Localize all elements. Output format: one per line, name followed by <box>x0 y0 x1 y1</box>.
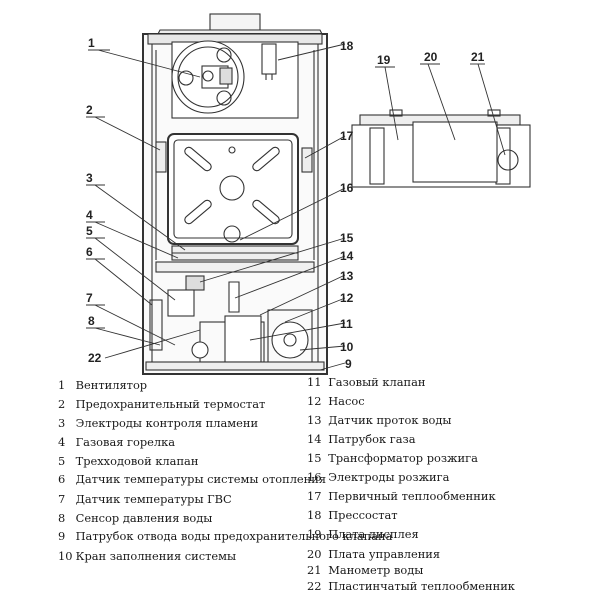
callout-17: 17 <box>340 129 354 143</box>
callout-14: 14 <box>340 249 354 263</box>
callout-2: 2 <box>86 103 93 117</box>
legend-item: 14 Патрубок газа <box>307 432 416 446</box>
callout-21: 21 <box>471 50 485 64</box>
legend-item: 16 Электроды розжига <box>307 470 450 484</box>
callout-18: 18 <box>340 39 354 53</box>
legend-item: 4 Газовая горелка <box>58 435 176 449</box>
legend-item: 22 Пластинчатый теплообменник <box>307 579 515 593</box>
callout-12: 12 <box>340 291 354 305</box>
legend-item: 1 Вентилятор <box>58 378 148 392</box>
legend-item: 17 Первичный теплообменник <box>307 489 496 503</box>
callout-5: 5 <box>86 224 93 238</box>
fan <box>171 40 299 119</box>
callout-11: 11 <box>340 317 353 331</box>
legend-item: 21 Манометр воды <box>307 563 424 577</box>
legend-item: 12 Насос <box>307 394 365 408</box>
legend-left: 1 Вентилятор 2 Предохранительный термост… <box>58 376 393 566</box>
legend-item: 18 Прессостат <box>307 508 398 522</box>
legend-item: 20 Плата управления <box>307 547 441 561</box>
control-box <box>351 109 531 188</box>
legend-item: 5 Трехходовой клапан <box>58 454 199 468</box>
pressostat <box>261 43 277 80</box>
callout-20: 20 <box>424 50 438 64</box>
legend-item: 7 Датчик температуры ГВС <box>58 492 232 506</box>
legend-item: 9 Патрубок отвода воды предохранительног… <box>58 529 393 543</box>
legend-item: 6 Датчик температуры системы отопления <box>58 472 327 486</box>
callout-7: 7 <box>86 291 93 305</box>
callout-13: 13 <box>340 269 354 283</box>
callout-8: 8 <box>88 314 95 328</box>
boiler-diagram: 1 2 3 4 5 6 7 8 9 10 11 12 13 14 15 16 1… <box>86 13 531 375</box>
callout-16: 16 <box>340 181 354 195</box>
callout-10: 10 <box>340 340 354 354</box>
callout-6: 6 <box>86 245 93 259</box>
legend-item: 8 Сенсор давления воды <box>58 511 213 525</box>
legend-item: 19 Плата дисплея <box>307 527 419 541</box>
legend-item: 11 Газовый клапан <box>307 375 426 389</box>
callout-9: 9 <box>345 357 352 371</box>
legend-item: 2 Предохранительный термостат <box>58 397 266 411</box>
legend-right: 11 Газовый клапан 12 Насос 13 Датчик про… <box>307 373 597 594</box>
gas-burner <box>155 245 315 273</box>
hydraulic-group <box>145 275 325 371</box>
legend-item: 13 Датчик проток воды <box>307 413 452 427</box>
callout-3: 3 <box>86 171 93 185</box>
callout-4: 4 <box>86 208 93 222</box>
callout-15: 15 <box>340 231 354 245</box>
legend-item: 10 Кран заполнения системы <box>58 549 237 563</box>
callout-1: 1 <box>88 36 95 50</box>
callout-19: 19 <box>377 53 391 67</box>
callout-22: 22 <box>88 351 102 365</box>
legend-item: 15 Трансформатор розжига <box>307 451 478 465</box>
primary-heat-exchanger <box>155 133 313 245</box>
legend-item: 3 Электроды контроля пламени <box>58 416 259 430</box>
